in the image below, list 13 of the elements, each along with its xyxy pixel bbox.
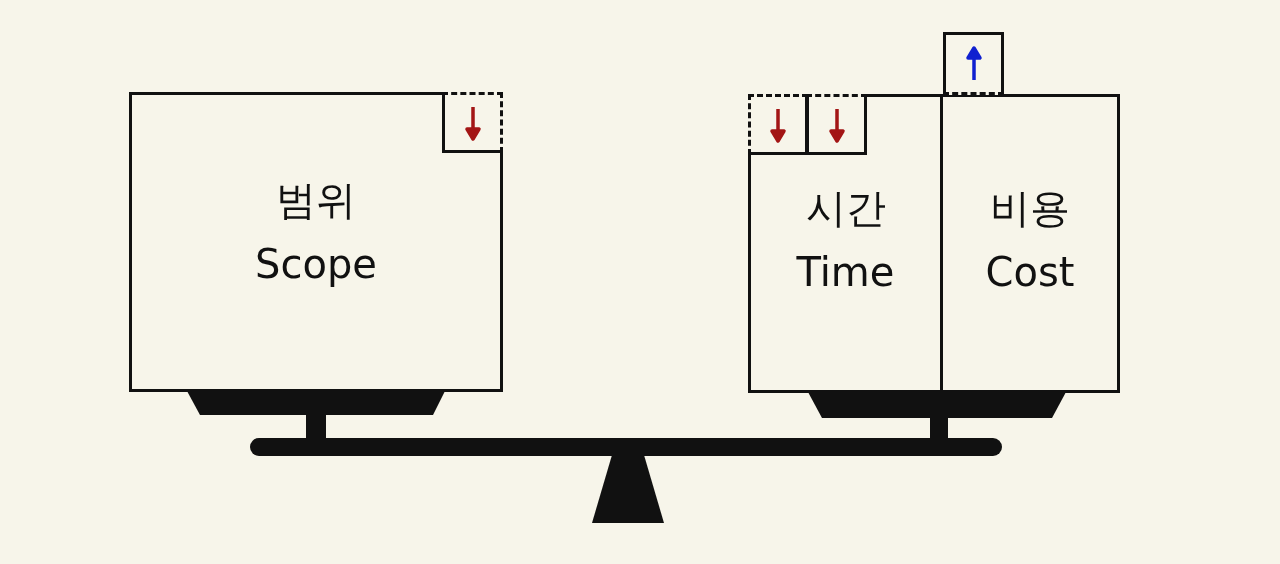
box-subtitle: Scope xyxy=(255,241,377,287)
box-title: 시간 xyxy=(805,185,886,231)
box-title: 비용 xyxy=(990,185,1070,231)
change-box xyxy=(806,94,867,155)
scale-weight-box xyxy=(129,92,503,392)
change-box xyxy=(943,32,1004,95)
change-box xyxy=(748,94,808,155)
change-box xyxy=(442,92,503,153)
scale-weight-box xyxy=(748,94,943,393)
scale-weight-box xyxy=(940,94,1120,393)
box-subtitle: Cost xyxy=(985,249,1075,295)
box-title: 범위 xyxy=(276,177,356,223)
box-subtitle: Time xyxy=(796,249,895,295)
